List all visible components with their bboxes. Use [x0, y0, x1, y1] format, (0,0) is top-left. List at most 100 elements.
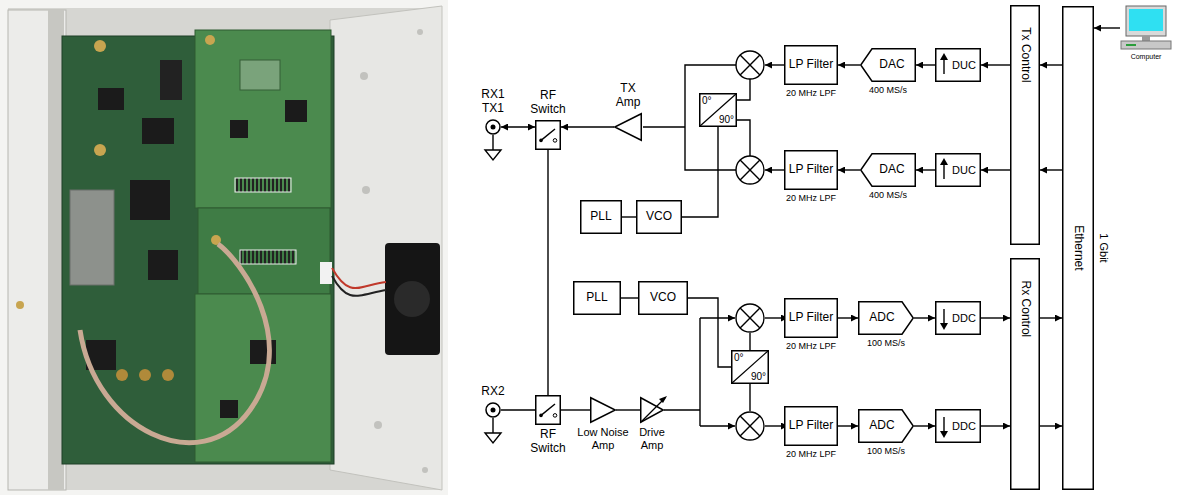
signal-connector	[914, 317, 935, 318]
speed-label: 1 Gbit	[1097, 233, 1110, 262]
signal-connector	[981, 425, 1010, 426]
block-label: Ethernet	[1071, 225, 1085, 270]
switch-blade	[541, 129, 555, 140]
switch-contact	[553, 414, 557, 418]
converter-outline	[859, 302, 914, 335]
amplifier-triangle	[591, 398, 616, 423]
port-pin	[491, 407, 496, 412]
wire-connector	[320, 262, 332, 284]
chip	[250, 340, 276, 364]
block-border	[574, 282, 621, 315]
converter-outline	[861, 154, 916, 187]
photo-background	[0, 0, 448, 495]
block-border	[536, 120, 561, 149]
block-label: 0°	[702, 95, 712, 107]
fpga-chip	[130, 180, 170, 220]
ground-wire	[492, 418, 493, 433]
fan-hub	[394, 281, 430, 317]
signal-connector	[621, 297, 638, 298]
ground-symbol	[485, 433, 501, 443]
rf-switch: RF Switch	[528, 395, 568, 456]
lo-wire	[749, 333, 750, 350]
down-arrow-head	[940, 431, 948, 438]
port-circle	[486, 120, 500, 134]
block-caption: Low Noise Amp	[574, 426, 632, 451]
block-border	[700, 94, 737, 127]
block-label: LP Filter	[789, 58, 833, 72]
block-caption: RF Switch	[528, 89, 568, 117]
mixer-cross	[740, 55, 760, 75]
block-label: PLL	[586, 291, 607, 305]
computer-icon-outline	[1120, 6, 1172, 50]
dac-block: DAC400 MS/s	[860, 153, 916, 200]
rf-switch-outline	[535, 120, 561, 150]
block-border	[936, 410, 981, 443]
mixer-cross	[740, 160, 760, 180]
tx-amplifier: TX Amp	[610, 82, 646, 141]
signal-connector	[838, 317, 858, 318]
block-label: LP Filter	[789, 311, 833, 325]
block-border	[732, 351, 769, 384]
adc-block: ADC100 MS/s	[858, 409, 914, 456]
gain-arrow	[641, 398, 665, 422]
phase-diagonal	[700, 94, 737, 127]
antenna-port-outline	[485, 119, 501, 135]
signal-connector	[981, 169, 1010, 170]
drive-amplifier: Drive Amp	[635, 397, 669, 451]
block-border	[1011, 259, 1040, 490]
monitor-stand	[1142, 36, 1150, 41]
computer-base	[1121, 41, 1171, 49]
signal-connector	[914, 425, 935, 426]
down-arrow	[943, 309, 944, 325]
monitor-screen	[1129, 9, 1163, 31]
capacitor	[162, 369, 174, 381]
signal-wire	[685, 65, 736, 170]
block-border	[936, 302, 981, 335]
rf-switch-outline	[535, 395, 561, 425]
block-label: Tx Control	[1018, 27, 1032, 82]
block-border	[785, 151, 838, 190]
panel-hole	[360, 72, 368, 80]
mixer-symbol	[736, 304, 764, 332]
mixer-symbol	[736, 51, 764, 79]
phase-diagonal	[732, 351, 769, 384]
ddc-block: DDC	[935, 409, 981, 443]
block-caption: 100 MS/s	[867, 446, 905, 456]
power-light	[1126, 44, 1136, 46]
block-label: PLL	[590, 210, 611, 224]
antenna-port: RX2	[478, 385, 508, 418]
capacitor	[116, 369, 128, 381]
block-label: Rx Control	[1018, 280, 1032, 337]
block-label: LP Filter	[789, 419, 833, 433]
pll-box: PLL	[573, 281, 621, 315]
panel-hole	[417, 29, 423, 35]
signal-connector	[682, 127, 718, 217]
signal-connector	[916, 64, 935, 65]
down-arrow	[943, 417, 944, 433]
port-pin	[491, 124, 496, 129]
panel-hole	[362, 186, 370, 194]
block-caption: RF Switch	[528, 428, 568, 456]
up-arrow	[943, 163, 944, 179]
tx-daughterboard	[195, 30, 331, 208]
block-border	[637, 201, 682, 234]
block-caption: 20 MHz LPF	[786, 88, 836, 98]
block-label: DUC	[952, 59, 976, 72]
phase-splitter: 0°90°	[699, 93, 737, 127]
mixer-symbol	[736, 156, 764, 184]
barcode-label	[240, 250, 296, 264]
signal-connector	[838, 425, 858, 426]
up-arrow	[943, 58, 944, 74]
block-caption: RX1 TX1	[478, 88, 508, 116]
lo-wire	[749, 384, 750, 411]
signal-connector	[838, 64, 860, 65]
signal-wire	[700, 425, 735, 426]
block-caption: 400 MS/s	[869, 85, 907, 95]
block-label: DAC	[879, 58, 904, 72]
signal-connector	[1040, 169, 1062, 170]
chip	[142, 118, 174, 144]
block-caption: 20 MHz LPF	[786, 341, 836, 351]
block-label: 0°	[734, 352, 744, 364]
signal-connector	[981, 317, 1010, 318]
chip	[285, 100, 307, 122]
